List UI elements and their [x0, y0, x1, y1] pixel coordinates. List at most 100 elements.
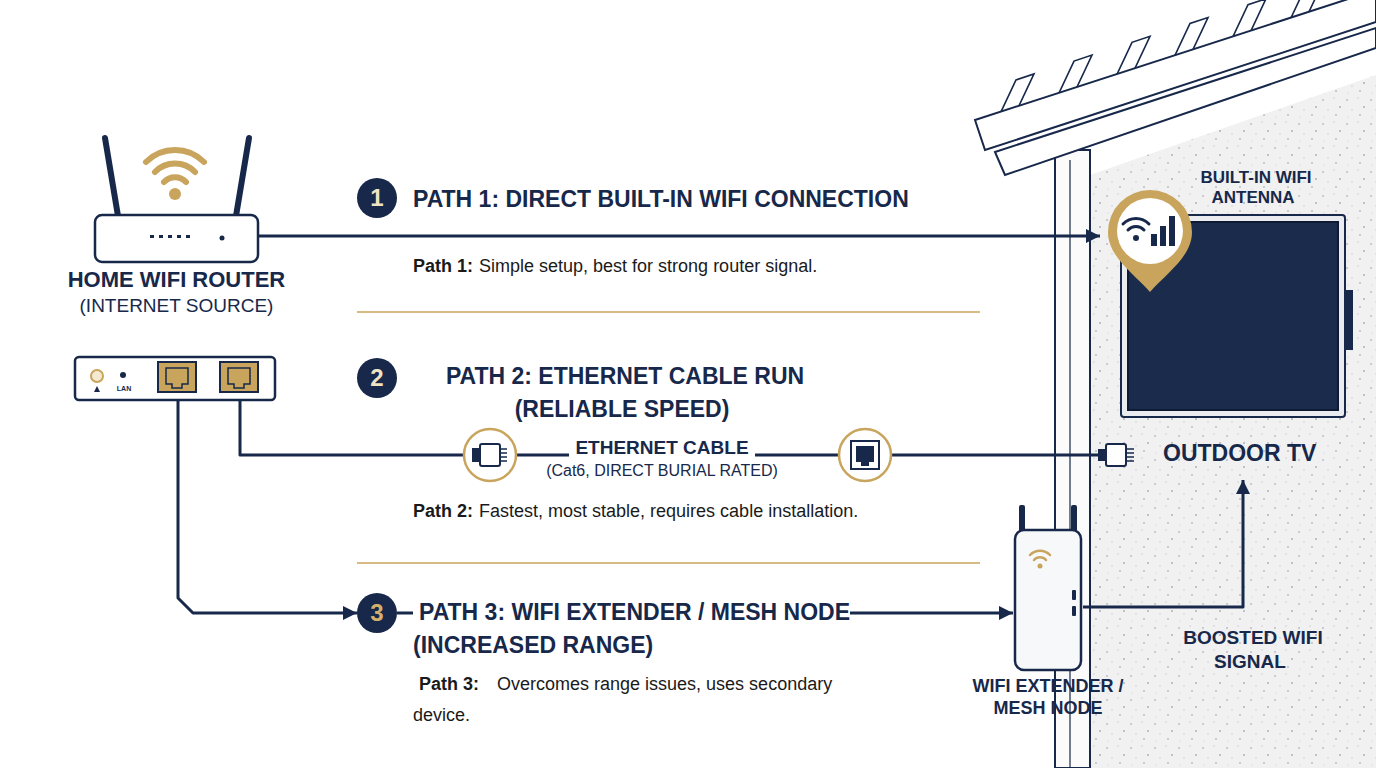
- wifi-dot: [169, 188, 181, 200]
- label-row: PATH 3: WIFI EXTENDER / MESH NODE (INCRE…: [413, 597, 853, 663]
- label-group: Path 1:Simple setup, best for strong rou…: [413, 254, 1053, 279]
- number-circle: 2: [357, 358, 397, 398]
- pin-wifi-arc: [1123, 218, 1149, 224]
- connector-line: [178, 400, 357, 613]
- socket-slot: [856, 446, 874, 466]
- connector-line: [1083, 480, 1243, 607]
- note-lead: Path 3:: [413, 674, 485, 694]
- power-mark: [94, 386, 100, 392]
- label-row: PATH 1: DIRECT BUILT-IN WIFI CONNECTION: [413, 184, 1113, 217]
- antenna-pin: [1108, 190, 1192, 292]
- label-group: BOOSTED WIFI SIGNAL: [1178, 626, 1328, 674]
- extender-button: [1072, 590, 1076, 600]
- ethernet-port: [158, 362, 196, 392]
- text-slot: OUTDOOR TV: [1163, 440, 1348, 468]
- plug-pin: [500, 452, 507, 454]
- router-led: [177, 235, 181, 238]
- label-row: Path 3:Overcomes range issues, uses seco…: [413, 669, 853, 731]
- pin-wifi-arc: [1128, 227, 1144, 230]
- label-row: BOOSTED WIFI SIGNAL: [1178, 626, 1328, 674]
- path-heading: PATH 3: WIFI EXTENDER / MESH NODE (INCRE…: [413, 599, 850, 658]
- tv-plug-pin: [1126, 456, 1134, 458]
- router-led: [168, 235, 172, 238]
- extender-wifi-arc: [1030, 551, 1050, 555]
- note-text: Fastest, most stable, requires cable ins…: [479, 501, 858, 521]
- label-row: BUILT-IN WIFI ANTENNA: [1192, 168, 1320, 208]
- router-body: [95, 215, 258, 262]
- callout-number: 3: [370, 601, 383, 625]
- pergola-beam: [995, 28, 1376, 175]
- label-row: PATH 2: ETHERNET CABLE RUN (RELIABLE SPE…: [405, 361, 845, 427]
- power-button: [91, 370, 103, 382]
- router-led: [220, 236, 225, 241]
- label-group: BUILT-IN WIFI ANTENNA: [1192, 168, 1320, 208]
- socket-body: [851, 441, 879, 469]
- lan-led: [120, 372, 126, 378]
- plug-pin: [500, 456, 507, 458]
- callout-number: 1: [370, 186, 383, 210]
- number-circle: 1: [357, 178, 397, 218]
- wifi-arc: [146, 150, 204, 162]
- modem-box: LAN: [75, 357, 275, 400]
- label-row: Path 2:Fastest, most stable, requires ca…: [413, 499, 1053, 524]
- pergola-beam: [975, 0, 1376, 150]
- wall-post: [1055, 150, 1090, 768]
- wifi-arc: [155, 164, 195, 172]
- port-slot: [166, 368, 188, 388]
- plug-badge: [464, 429, 516, 481]
- router-antenna: [236, 138, 249, 216]
- port-label: LAN: [111, 385, 137, 393]
- text-slot: LAN: [111, 385, 137, 393]
- ethernet-port: [220, 362, 258, 392]
- label-group: PATH 3: WIFI EXTENDER / MESH NODE (INCRE…: [413, 597, 853, 731]
- note-text: Simple setup, best for strong router sig…: [479, 256, 817, 276]
- text-slot: HOME WIFI ROUTER: [40, 267, 313, 293]
- label-row: ETHERNET CABLE: [520, 437, 810, 460]
- router-antenna: [105, 138, 118, 216]
- stucco-texture: [1090, 75, 1376, 768]
- tv-plug-pin: [1126, 460, 1134, 462]
- device-title: OUTDOOR TV: [1163, 440, 1348, 468]
- router-led: [150, 235, 154, 238]
- tv-box: OUTDOOR TV: [1100, 205, 1350, 480]
- tv-frame: [1121, 215, 1345, 417]
- router-led: [186, 235, 190, 238]
- extender-body: [1015, 530, 1081, 670]
- label-group: Path 2:Fastest, most stable, requires ca…: [413, 499, 1053, 524]
- plug-cable: [472, 448, 480, 462]
- plug-pin: [500, 460, 507, 462]
- signal-label: BOOSTED WIFI SIGNAL: [1183, 627, 1322, 672]
- callout-label: BUILT-IN WIFI ANTENNA: [1200, 168, 1311, 207]
- path-heading: PATH 1: DIRECT BUILT-IN WIFI CONNECTION: [413, 186, 909, 212]
- port-slot: [228, 368, 250, 388]
- pin-wifi-dot: [1133, 235, 1139, 241]
- separator-rule: [357, 311, 980, 313]
- text-slot: WIFI EXTENDER / MESH NODE: [953, 676, 1143, 719]
- plug-body: [480, 444, 500, 466]
- path-heading: PATH 2: ETHERNET CABLE RUN (RELIABLE SPE…: [446, 363, 804, 422]
- tv-plug-pin: [1126, 452, 1134, 454]
- signal-bar: [1169, 216, 1175, 246]
- tv-mount: [1345, 290, 1353, 350]
- label-group: PATH 2: ETHERNET CABLE RUN (RELIABLE SPE…: [405, 361, 845, 427]
- router-box: HOME WIFI ROUTER(INTERNET SOURCE): [95, 215, 258, 262]
- tv-plug-body: [1106, 444, 1126, 466]
- connector-line: [258, 235, 1100, 238]
- router-led: [159, 235, 163, 238]
- label-group: ETHERNET CABLE (Cat6, DIRECT BURIAL RATED…: [520, 437, 810, 482]
- tv-plug-pin: [1126, 448, 1134, 450]
- signal-bar: [1151, 234, 1157, 246]
- extender-wifi-dot: [1038, 564, 1043, 569]
- pin-face: [1117, 198, 1183, 264]
- modem-body: [75, 357, 275, 400]
- callout-number: 2: [370, 366, 383, 390]
- label-row: Path 1:Simple setup, best for strong rou…: [413, 254, 1053, 279]
- text-slot: (INTERNET SOURCE): [40, 295, 313, 318]
- tv-plug-cable: [1098, 449, 1106, 461]
- extender-box: WIFI EXTENDER / MESH NODE: [1013, 530, 1083, 670]
- cable-spec: (Cat6, DIRECT BURIAL RATED): [540, 462, 784, 479]
- wifi-arc: [164, 177, 186, 182]
- label-row: (Cat6, DIRECT BURIAL RATED): [520, 460, 810, 482]
- extender-wifi-arc: [1034, 557, 1046, 560]
- plug-pin: [500, 448, 507, 450]
